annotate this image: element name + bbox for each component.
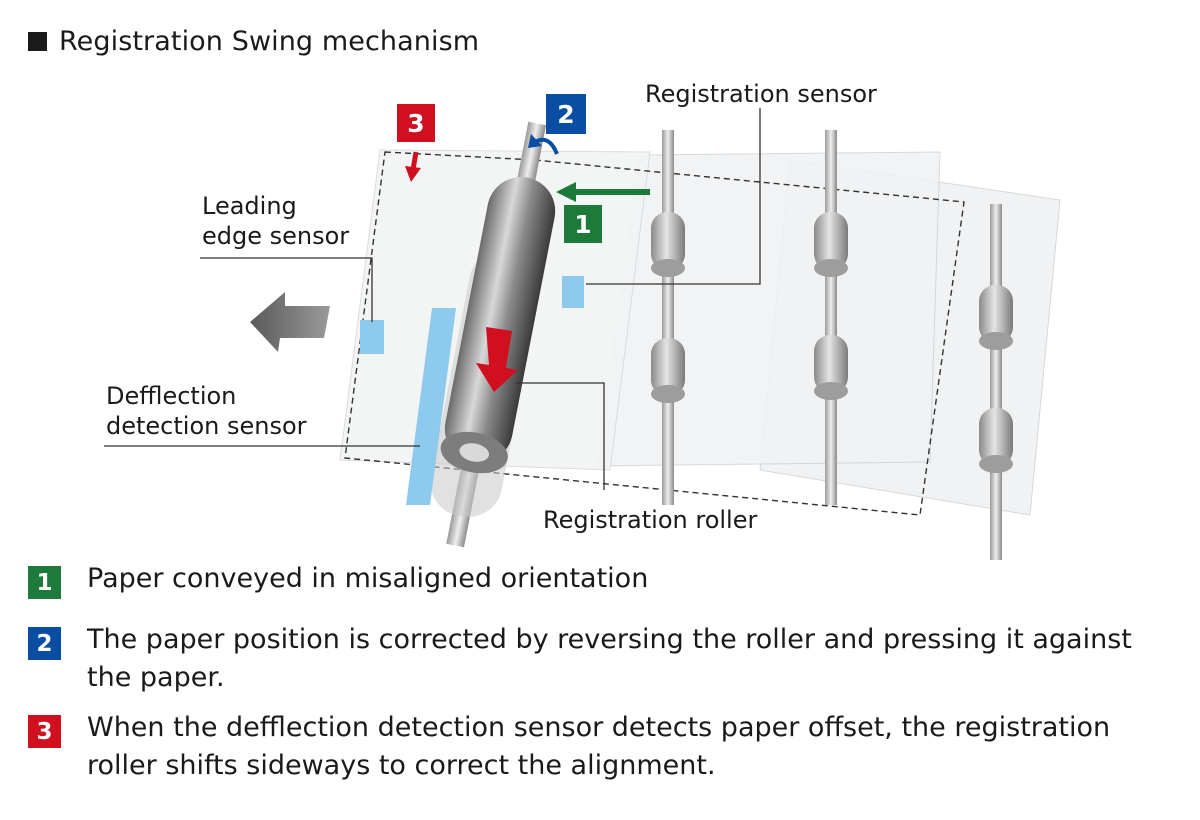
paper-outline-dashed [344, 151, 965, 516]
feed-shaft [825, 130, 837, 505]
legend-text-3: When the defflection detection sensor de… [87, 712, 1111, 781]
feed-collar [651, 338, 685, 396]
legend-item-1: 1 Paper conveyed in misaligned orientati… [28, 560, 1178, 599]
registration-sensor-block [562, 276, 584, 308]
paper-sheet-mid [597, 151, 941, 467]
legend-badge-3: 3 [28, 715, 61, 748]
feed-collar [979, 285, 1013, 343]
step3-small-arrow [405, 151, 421, 182]
feed-collar [814, 335, 848, 393]
feed-collar-face [979, 332, 1013, 350]
mechanism-diagram: 1 2 3 Registration sensor Leading edge s… [104, 80, 1061, 560]
feed-collar [979, 408, 1013, 466]
feed-collar [651, 212, 685, 270]
leader-registration-sensor [586, 108, 761, 285]
diagram-title: Registration Swing mechanism [28, 26, 479, 57]
leader-registration-roller [516, 382, 605, 490]
roller-body [444, 177, 556, 463]
leader-leading-edge [200, 257, 373, 322]
legend-badge-1: 1 [28, 566, 61, 599]
label-registration-roller: Registration roller [543, 506, 757, 534]
feed-rollers [651, 130, 1013, 560]
feed-shaft [990, 204, 1002, 560]
feed-collar-face [979, 455, 1013, 473]
legend-item-3: 3 When the defflection detection sensor … [28, 709, 1178, 785]
step-legend: 1 Paper conveyed in misaligned orientati… [28, 560, 1178, 797]
deflection-detection-sensor-bar [406, 308, 456, 505]
feed-collar-face [651, 259, 685, 277]
legend-badge-2: 2 [28, 627, 61, 660]
leading-edge-sensor-block [360, 320, 384, 354]
label-leading-edge-1: Leading [202, 192, 297, 220]
label-leading-edge-2: edge sensor [202, 222, 349, 250]
step2-rotation-arrowhead [528, 134, 542, 148]
badge-1: 1 [564, 205, 602, 243]
feed-collar [814, 212, 848, 270]
legend-item-2: 2 The paper position is corrected by rev… [28, 621, 1178, 697]
label-registration-sensor: Registration sensor [645, 80, 877, 108]
feed-shaft [662, 130, 674, 505]
feed-collar-face [814, 259, 848, 277]
svg-text:2: 2 [557, 100, 574, 129]
badge-3: 3 [397, 104, 435, 142]
legend-text-1: Paper conveyed in misaligned orientation [87, 563, 649, 594]
legend-text-2: The paper position is corrected by rever… [87, 624, 1132, 693]
badge-2: 2 [546, 94, 586, 134]
svg-text:3: 3 [407, 109, 424, 138]
feed-collar-face [651, 385, 685, 403]
title-text: Registration Swing mechanism [59, 26, 480, 57]
output-direction-arrow [250, 292, 330, 352]
title-square-icon [28, 32, 47, 51]
label-deflection-2: detection sensor [106, 412, 307, 440]
feed-collar-face [814, 382, 848, 400]
label-deflection-1: Defflection [106, 382, 236, 410]
step3-shift-arrow [476, 327, 518, 392]
svg-text:1: 1 [574, 210, 591, 239]
roller-end-hub [459, 443, 490, 462]
step1-arrow [556, 182, 650, 202]
